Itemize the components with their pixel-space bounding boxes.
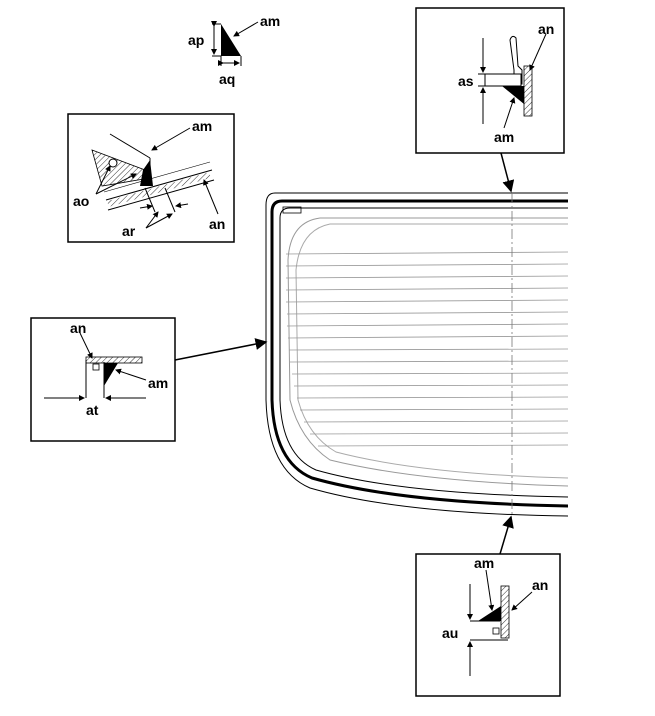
- label-am: am: [474, 555, 494, 571]
- label-at: at: [86, 402, 99, 418]
- label-aq: aq: [219, 71, 235, 87]
- bead-dimension-legend: am ap aq: [188, 13, 280, 87]
- label-am: am: [192, 118, 212, 134]
- label-an: an: [70, 320, 86, 336]
- callout-arrows: [174, 152, 515, 555]
- label-ap: ap: [188, 32, 204, 48]
- label-au: au: [442, 625, 458, 641]
- label-am: am: [494, 129, 514, 145]
- section-detail-top-center: an as am: [415, 7, 565, 154]
- label-ar: ar: [122, 223, 136, 239]
- label-an: an: [532, 577, 548, 593]
- section-detail-left: an am at: [30, 317, 176, 442]
- label-ao: ao: [73, 193, 89, 209]
- label-as: as: [458, 73, 474, 89]
- section-detail-upper-left: am ao ar an: [67, 113, 235, 243]
- label-an: an: [209, 216, 225, 232]
- label-am: am: [260, 13, 280, 29]
- rear-glass-outline: [265, 192, 568, 517]
- label-an: an: [538, 21, 554, 37]
- label-am: am: [148, 375, 168, 391]
- section-detail-bottom: am an au: [415, 553, 561, 697]
